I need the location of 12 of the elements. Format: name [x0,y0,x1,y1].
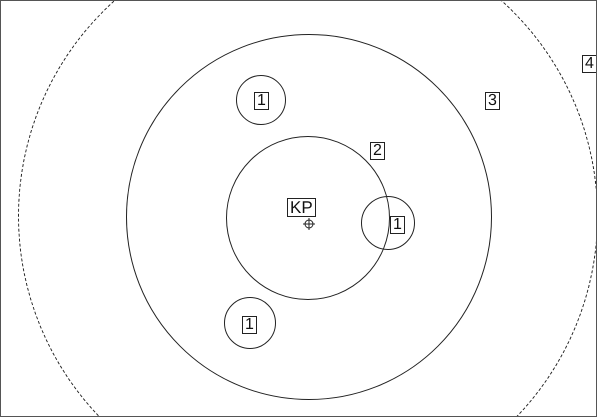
callout-number: 2 [370,142,385,160]
small-circle [224,297,276,349]
dashed-zone-circle [18,1,596,416]
point-label: KP [287,198,316,217]
callout-number: 3 [485,92,500,110]
small-circle [236,75,286,125]
callout-number: 4 [582,55,596,73]
callout-number: 1 [254,92,269,110]
zone-circle [226,136,390,300]
small-circle [361,196,415,250]
callout-number: 1 [390,216,405,234]
callout-number: 1 [242,316,257,334]
